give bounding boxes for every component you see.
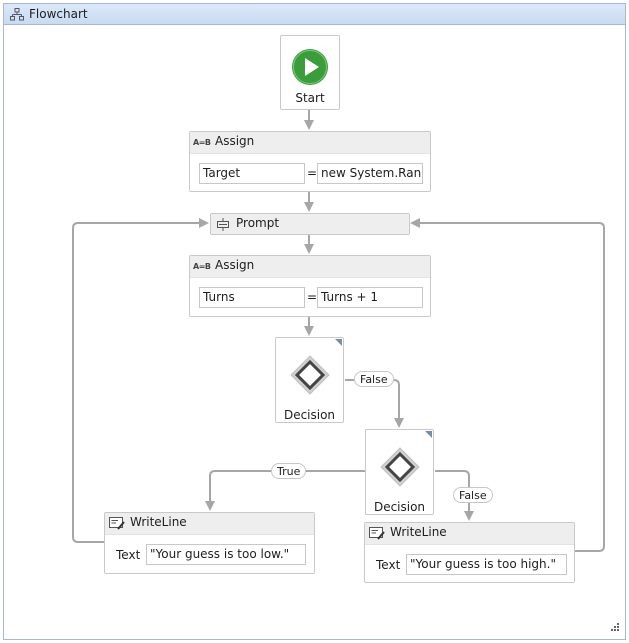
assign-header: A=B Assign: [190, 132, 430, 154]
diamond-icon: [380, 447, 420, 487]
connector-low-loop: [72, 218, 209, 543]
writeline-icon: [369, 527, 385, 540]
text-label: Text: [116, 548, 141, 562]
start-label: Start: [295, 91, 325, 105]
writeline-activity-high[interactable]: WriteLine Text "Your guess is too high.": [364, 522, 575, 583]
false-branch-label[interactable]: False: [453, 487, 493, 503]
assign-value-field[interactable]: new System.Random: [317, 163, 423, 184]
assign-icon: A=B: [193, 262, 211, 271]
text-label: Text: [376, 558, 401, 572]
start-node[interactable]: Start: [280, 35, 340, 110]
assign-activity-target[interactable]: A=B Assign Target = new System.Random: [189, 131, 431, 192]
prompt-activity[interactable]: Prompt: [210, 213, 410, 235]
assign-header: A=B Assign: [190, 256, 430, 278]
assign-to-field[interactable]: Turns: [199, 287, 305, 308]
writeline-activity-low[interactable]: WriteLine Text "Your guess is too low.": [104, 512, 315, 574]
connector-decision2-false: [435, 470, 474, 521]
expand-corner-icon: [335, 339, 342, 346]
designer-titlebar: Flowchart: [4, 4, 625, 25]
prompt-icon: [217, 218, 229, 231]
assign-value-field[interactable]: Turns + 1: [317, 287, 423, 308]
prompt-header: Prompt: [211, 214, 409, 234]
writeline-header: WriteLine: [105, 513, 314, 535]
resize-grip-icon[interactable]: [610, 622, 620, 632]
decision-label: Decision: [283, 408, 336, 422]
decision-label: Decision: [373, 500, 426, 514]
connector-decision1-false: [345, 379, 404, 428]
flowchart-icon: [10, 8, 24, 21]
text-value-field[interactable]: "Your guess is too low.": [146, 544, 306, 565]
assign-title: Assign: [215, 134, 255, 148]
text-value-field[interactable]: "Your guess is too high.": [406, 554, 567, 575]
expand-corner-icon: [425, 431, 432, 438]
connector-decision2-true: [205, 470, 365, 511]
assign-icon: A=B: [193, 138, 211, 147]
false-branch-label[interactable]: False: [354, 371, 394, 387]
designer-title: Flowchart: [29, 7, 88, 21]
diamond-icon: [290, 355, 330, 395]
writeline-title: WriteLine: [390, 525, 447, 539]
equals-sign: =: [307, 166, 318, 180]
decision-node-2[interactable]: Decision: [365, 429, 434, 515]
equals-sign: =: [307, 290, 318, 304]
assign-to-field[interactable]: Target: [199, 163, 305, 184]
writeline-title: WriteLine: [130, 515, 187, 529]
assign-title: Assign: [215, 258, 255, 272]
writeline-header: WriteLine: [365, 523, 574, 545]
true-branch-label[interactable]: True: [271, 463, 307, 479]
connector-high-loop: [410, 218, 605, 552]
decision-node-1[interactable]: Decision: [275, 337, 344, 423]
writeline-icon: [109, 517, 125, 530]
play-icon: [292, 49, 328, 85]
prompt-title: Prompt: [236, 216, 280, 230]
assign-activity-turns[interactable]: A=B Assign Turns = Turns + 1: [189, 255, 431, 317]
